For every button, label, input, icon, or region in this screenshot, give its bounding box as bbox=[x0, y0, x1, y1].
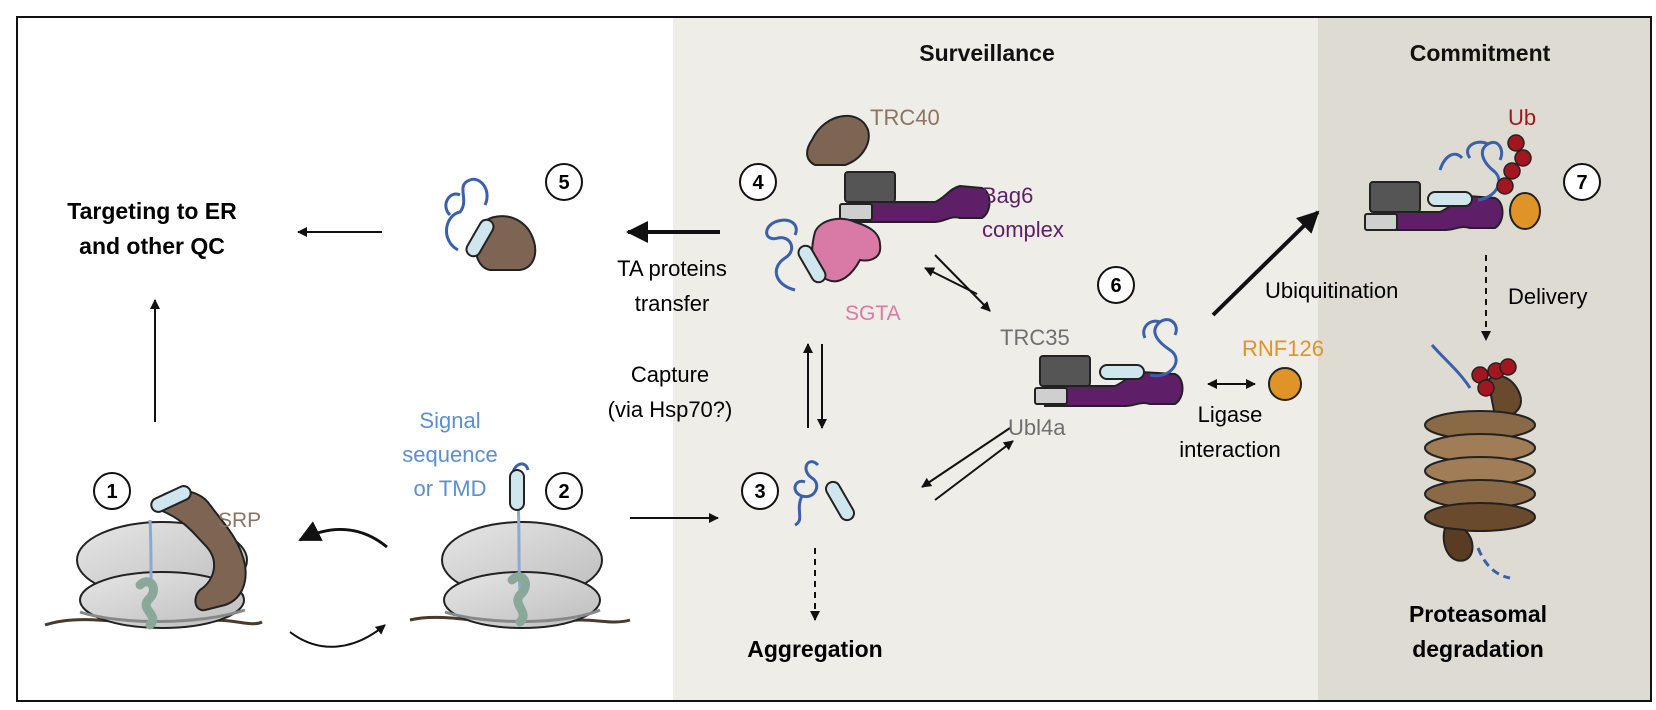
ub-bead-7a bbox=[1507, 134, 1525, 152]
step-3-circle bbox=[741, 472, 779, 510]
step-1-number: 1 bbox=[106, 481, 117, 503]
arrow-6-to-3 bbox=[921, 427, 1011, 488]
step-5-circle bbox=[545, 163, 583, 201]
signal-label-1: Signal bbox=[419, 408, 480, 433]
chain-3 bbox=[793, 460, 820, 527]
chain-proteasome-exit bbox=[1476, 547, 1511, 580]
tmd-2 bbox=[509, 469, 525, 511]
chain-7 bbox=[1438, 140, 1504, 202]
step-2-number: 2 bbox=[558, 481, 569, 503]
rnf126-circle-7 bbox=[1509, 192, 1541, 230]
step-1-circle bbox=[93, 472, 131, 510]
delivery-label: Delivery bbox=[1508, 284, 1587, 309]
rnf126-circle bbox=[1268, 367, 1302, 401]
ub-label: Ub bbox=[1508, 105, 1536, 130]
commitment-heading: Commitment bbox=[1410, 40, 1551, 66]
chain-6 bbox=[1142, 318, 1178, 378]
step-6-circle bbox=[1097, 266, 1135, 304]
tmd-3 bbox=[825, 480, 855, 522]
arrow-ubiquitination bbox=[1211, 210, 1320, 317]
targeting-label-1: Targeting to ER bbox=[67, 198, 237, 224]
arrow-3-to-6 bbox=[934, 440, 1014, 501]
capture-label-2: (via Hsp70?) bbox=[608, 397, 733, 422]
commitment-panel bbox=[1318, 18, 1650, 700]
ligase-label-2: interaction bbox=[1179, 437, 1281, 462]
bag6-label-1: Bag6 bbox=[982, 183, 1033, 208]
step-2-circle bbox=[545, 472, 583, 510]
surveillance-panel bbox=[673, 18, 1318, 700]
capture-label-1: Capture bbox=[631, 362, 709, 387]
ub-bead-pd bbox=[1499, 358, 1517, 376]
sgta-label: SGTA bbox=[845, 302, 901, 325]
step-7-circle bbox=[1563, 163, 1601, 201]
bag6-label-2: complex bbox=[982, 217, 1064, 242]
srp-particle bbox=[159, 489, 247, 612]
ligase-label-1: Ligase bbox=[1198, 402, 1263, 427]
targeting-label-2: and other QC bbox=[79, 233, 225, 259]
signal-label-2: sequence bbox=[402, 442, 497, 467]
srp-label: SRP bbox=[218, 509, 261, 532]
proteasome-label-1: Proteasomal bbox=[1409, 601, 1547, 627]
chain-proteasome bbox=[1430, 344, 1472, 389]
rnf126-label: RNF126 bbox=[1242, 336, 1324, 361]
tmd-6 bbox=[1099, 364, 1145, 380]
chain-4 bbox=[765, 218, 798, 292]
tmd-1 bbox=[150, 485, 192, 513]
step-6-number: 6 bbox=[1110, 275, 1121, 297]
step-3-number: 3 bbox=[754, 481, 765, 503]
trc40-with-ta-5 bbox=[444, 177, 537, 271]
bag6-complex-6 bbox=[1034, 355, 1184, 407]
ta-label-1: TA proteins bbox=[617, 256, 727, 281]
step-4-number: 4 bbox=[752, 172, 764, 194]
tmd-7 bbox=[1427, 191, 1473, 207]
ubiquitination-label: Ubiquitination bbox=[1265, 278, 1398, 303]
tmd-4 bbox=[797, 244, 827, 284]
aggregation-label: Aggregation bbox=[747, 636, 882, 662]
proteasome-label-2: degradation bbox=[1412, 636, 1544, 662]
arrow-2-to-1 bbox=[298, 521, 388, 549]
trc35-label: TRC35 bbox=[1000, 325, 1070, 350]
step-4-circle bbox=[739, 163, 777, 201]
step-5-number: 5 bbox=[558, 172, 569, 194]
arrow-4-to-6 bbox=[934, 254, 991, 312]
arrow-1-to-2 bbox=[289, 624, 386, 648]
ub-bead-7d bbox=[1496, 177, 1514, 195]
ribosome-2 bbox=[409, 499, 631, 629]
trc40-label: TRC40 bbox=[870, 105, 940, 130]
ub-bead-7c bbox=[1503, 162, 1521, 180]
ub-bead-7b bbox=[1514, 149, 1532, 167]
surveillance-heading: Surveillance bbox=[919, 40, 1055, 66]
ub-bead-pc bbox=[1477, 379, 1495, 397]
trc40-4 bbox=[806, 114, 870, 166]
bag6-complex-4 bbox=[839, 171, 991, 223]
ubl4a-label: Ubl4a bbox=[1008, 415, 1066, 440]
signal-label-3: or TMD bbox=[414, 476, 487, 501]
step-7-number: 7 bbox=[1576, 172, 1587, 194]
ta-label-2: transfer bbox=[635, 291, 710, 316]
